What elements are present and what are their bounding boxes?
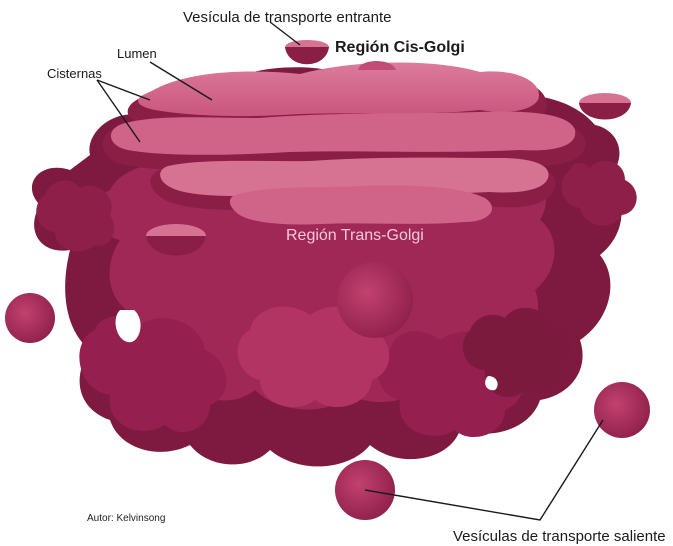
leader-cisterna-upper [97, 80, 150, 100]
cisterna-4 [230, 185, 492, 224]
cisterna-1 [138, 63, 539, 117]
vesicle-far-left [5, 293, 55, 343]
label-incoming-vesicle: Vesícula de transporte entrante [183, 9, 391, 26]
author-credit: Autor: Kelvinsong [87, 513, 165, 524]
incoming-vesicle-base [285, 47, 329, 64]
label-lumen: Lumen [117, 46, 157, 61]
label-cis-golgi: Región Cis-Golgi [335, 39, 465, 56]
cisterna-2 [111, 112, 575, 155]
label-outgoing-vesicles: Vesículas de transporte saliente [453, 528, 666, 545]
top-bump [358, 61, 396, 70]
label-cisternae: Cisternas [47, 66, 102, 81]
vesicle-outgoing-right [594, 382, 650, 438]
label-trans-golgi: Región Trans-Golgi [286, 227, 424, 244]
central-vesicle [337, 262, 413, 338]
